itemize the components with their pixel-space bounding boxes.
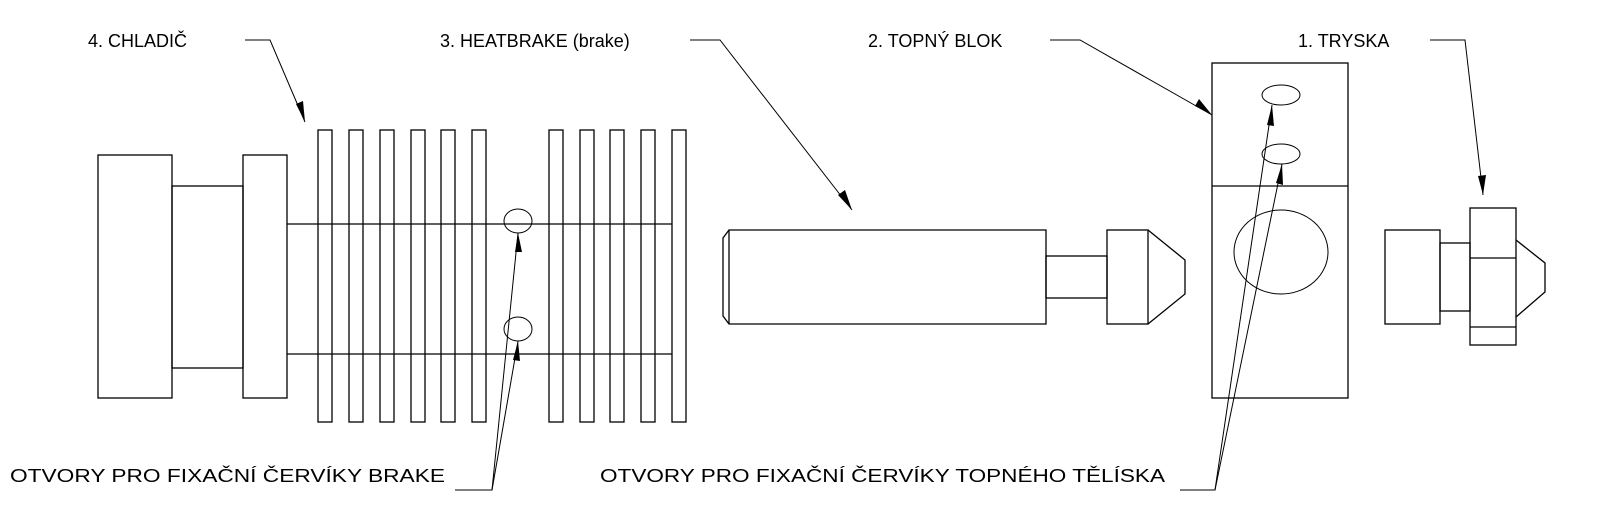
cooler-fin (379, 129, 395, 423)
heatbreak-part (722, 229, 1186, 325)
heater-screw-hole (1261, 84, 1301, 106)
cooler-fin (410, 129, 426, 423)
label-heater-block: 2. TOPNÝ BLOK (868, 31, 1002, 51)
heater-screw-hole (1261, 143, 1301, 165)
cooler-part (97, 129, 687, 423)
cooler-fin (440, 129, 456, 423)
cooler-fins (317, 129, 687, 423)
cooler-fin (471, 129, 487, 423)
brake-screw-hole (503, 208, 533, 234)
label-brake-holes: OTVORY PRO FIXAČNÍ ČERVÍKY BRAKE (10, 465, 445, 486)
cooler-fin (317, 129, 333, 423)
nozzle-part (1384, 207, 1546, 346)
label-heater-holes: OTVORY PRO FIXAČNÍ ČERVÍKY TOPNÉHO TĚLÍS… (600, 465, 1165, 486)
label-nozzle: 1. TRYSKA (1298, 31, 1389, 51)
cooler-fin (671, 129, 687, 423)
label-cooler: 4. CHLADIČ (88, 30, 187, 51)
cooler-fin (640, 129, 656, 423)
cooler-fin (609, 129, 625, 423)
label-heatbreak: 3. HEATBRAKE (brake) (440, 31, 630, 51)
leader-lines (245, 39, 1486, 491)
cooler-fin (579, 129, 595, 423)
heater-cartridge-hole (1233, 209, 1329, 295)
heater-block-part (1211, 62, 1349, 399)
cooler-fin (348, 129, 364, 423)
cooler-fin (548, 129, 564, 423)
